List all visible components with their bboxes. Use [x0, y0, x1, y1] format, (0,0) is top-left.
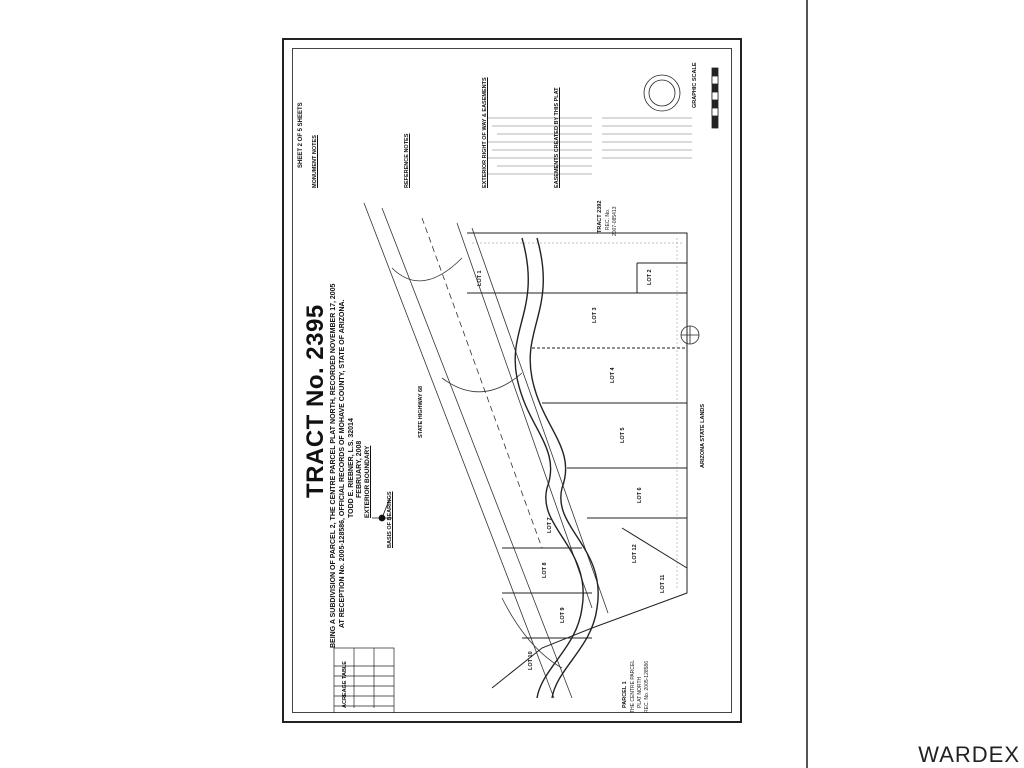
parcel-1-sub2: PLAT NORTH	[637, 676, 643, 708]
tract-2392-number: 2007-085413	[612, 206, 618, 236]
plat-subtitle-2: AT RECEPTION No. 2005-128586, OFFICIAL R…	[339, 299, 346, 628]
scan-edge-line	[806, 0, 808, 768]
exterior-boundary-label: EXTERIOR BOUNDARY	[364, 445, 371, 518]
plat-linework	[333, 67, 719, 713]
parcel-1-label: PARCEL 1	[622, 681, 628, 708]
lot-label: LOT 7	[547, 517, 553, 533]
parcel-1-rec: REC. No. 2005-128586	[644, 661, 650, 713]
easements-created-heading: EASEMENTS CREATED BY THIS PLAT	[554, 87, 560, 188]
lot-label: LOT 5	[620, 427, 626, 443]
plat-drawing: TRACT No. 2395 BEING A SUBDIVISION OF PA…	[292, 48, 732, 713]
plat-inner-border	[292, 48, 732, 713]
sheet-number: SHEET 2 OF 5 SHEETS	[298, 102, 304, 168]
lot-label: LOT 9	[560, 607, 566, 623]
lot-label: LOT 6	[637, 487, 643, 503]
lot-label: LOT 4	[610, 367, 616, 383]
tract-2392-label: TRACT 2392	[597, 200, 603, 233]
lot-label: LOT 10	[528, 651, 534, 670]
plat-subtitle-4: FEBRUARY, 2008	[356, 440, 363, 498]
wardex-watermark: WARDEX	[918, 742, 1020, 767]
lot-label: LOT 2	[647, 269, 653, 285]
easements-heading: EXTERIOR RIGHT OF WAY & EASEMENTS	[482, 77, 488, 188]
lot-label: LOT 1	[477, 270, 483, 286]
plat-subtitle-1: BEING A SUBDIVISION OF PARCEL 2, THE CEN…	[330, 283, 337, 648]
lot-label: LOT 12	[632, 544, 638, 563]
graphic-scale-label: GRAPHIC SCALE	[692, 62, 698, 108]
lot-label: LOT 11	[660, 574, 666, 593]
parcel-1-sub: THE CENTRE PARCEL	[630, 660, 636, 713]
acreage-table-title: ACREAGE TABLE	[342, 661, 348, 708]
highway-label: STATE HIGHWAY 68	[418, 385, 424, 438]
basis-of-bearings-heading: BASIS OF BEARINGS	[387, 491, 393, 548]
reference-notes-heading: REFERENCE NOTES	[404, 133, 410, 188]
lot-label: LOT 3	[592, 307, 598, 323]
monument-notes-heading: MONUMENT NOTES	[312, 135, 318, 188]
state-lands-label: ARIZONA STATE LANDS	[700, 403, 706, 468]
plat-title: TRACT No. 2395	[302, 304, 329, 498]
lot-label: LOT 8	[542, 562, 548, 578]
tract-2392-rec: REC. No.	[605, 208, 611, 230]
